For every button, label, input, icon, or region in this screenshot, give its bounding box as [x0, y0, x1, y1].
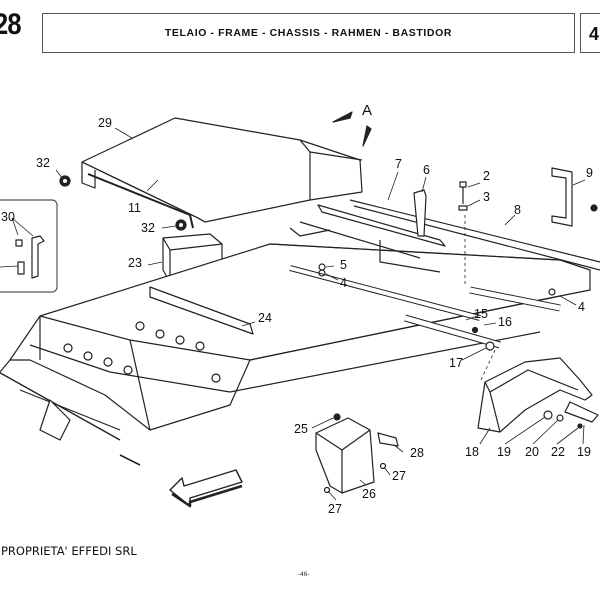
- callout-6: 6: [423, 163, 430, 177]
- rail-parts: [289, 199, 600, 273]
- callout-7: 7: [395, 157, 402, 171]
- callout-32: 32: [141, 221, 155, 235]
- cover-box-part: [315, 413, 399, 494]
- callout-2: 2: [483, 169, 490, 183]
- rubber-bush-icon: [59, 175, 187, 231]
- callout-27: 27: [392, 469, 406, 483]
- top-cover-part: [81, 117, 363, 229]
- page-ref-box: 4: [580, 13, 600, 53]
- exploded-frame-drawing: [0, 111, 600, 508]
- inset-detail-box: [0, 199, 58, 293]
- callout-18: 18: [465, 445, 479, 459]
- callout-25: 25: [294, 422, 308, 436]
- callout-16: 16: [498, 315, 512, 329]
- callout-19: 19: [577, 445, 591, 459]
- callout-26: 26: [362, 487, 376, 501]
- callout-4: 4: [578, 300, 585, 314]
- callout-29: 29: [98, 116, 112, 130]
- callout-28: 28: [410, 446, 424, 460]
- direction-arrow-icon: [169, 469, 243, 508]
- page-number: -46-: [298, 571, 310, 578]
- owner-notice: PROPRIETA' EFFEDI SRL: [1, 544, 137, 558]
- leader-lines: [11, 127, 586, 501]
- callout-24: 24: [258, 311, 272, 325]
- fender-part: [477, 349, 599, 433]
- callout-30: 30: [1, 210, 15, 224]
- view-arrow-icon: [332, 111, 372, 147]
- callout-8: 8: [514, 203, 521, 217]
- callout-20: 20: [525, 445, 539, 459]
- callout-15: 15: [474, 307, 488, 321]
- view-label-a: A: [362, 102, 373, 119]
- callout-9: 9: [586, 166, 593, 180]
- callout-19: 19: [497, 445, 511, 459]
- callout-27: 27: [328, 502, 342, 516]
- callout-22: 22: [551, 445, 565, 459]
- bracket-part: [551, 167, 598, 227]
- cross-member-part: [149, 286, 254, 335]
- post-part: [413, 189, 427, 237]
- callout-17: 17: [449, 356, 463, 370]
- callout-3: 3: [483, 190, 490, 204]
- callout-23: 23: [128, 256, 142, 270]
- page-title: TELAIO - FRAME - CHASSIS - RAHMEN - BAST…: [164, 27, 453, 39]
- title-box: TELAIO - FRAME - CHASSIS - RAHMEN - BAST…: [42, 13, 575, 53]
- section-number: 28: [0, 8, 22, 41]
- callout-32: 32: [36, 156, 50, 170]
- callout-4: 4: [340, 276, 347, 290]
- page-ref: 4: [589, 24, 600, 44]
- callout-11: 11: [128, 201, 141, 215]
- rear-tubes-part: [289, 263, 561, 351]
- bolt-part: [458, 181, 468, 285]
- callout-5: 5: [340, 258, 347, 272]
